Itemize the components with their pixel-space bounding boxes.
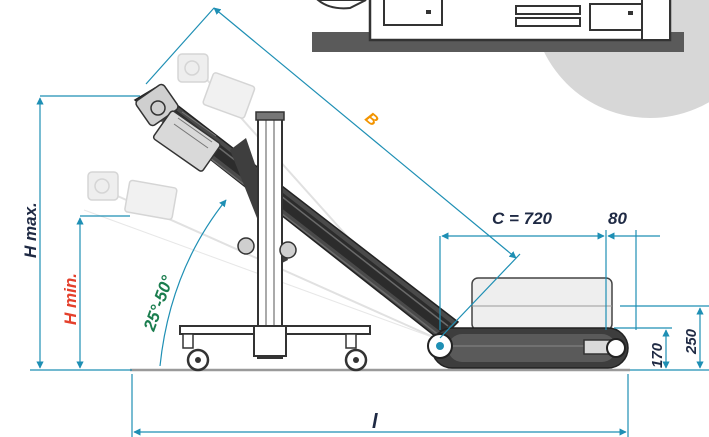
label-80: 80 xyxy=(608,209,627,228)
label-170: 170 xyxy=(649,342,666,368)
label-250: 250 xyxy=(683,328,700,355)
base-frame xyxy=(179,325,371,372)
hopper-box xyxy=(471,277,613,331)
dimension-lines xyxy=(30,7,709,437)
machine-panel xyxy=(589,3,643,31)
machine-vent xyxy=(515,17,581,27)
machine-door xyxy=(383,0,443,26)
label-l: l xyxy=(372,411,378,433)
label-h-max: H max. xyxy=(21,202,40,258)
label-b: B xyxy=(361,109,381,129)
inclined-conveyor xyxy=(133,83,460,342)
horizontal-conveyor xyxy=(427,277,629,369)
machine-hose xyxy=(316,0,367,10)
label-h-min: H min. xyxy=(61,273,80,325)
label-c: C = 720 xyxy=(492,209,553,228)
machine-vent xyxy=(515,5,581,15)
machine-illustration xyxy=(312,0,709,118)
